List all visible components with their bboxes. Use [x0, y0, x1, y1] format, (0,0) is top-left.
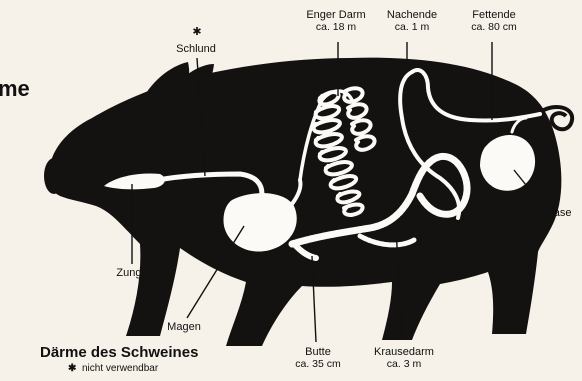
label-butte: Butte	[305, 346, 331, 358]
title-fragment: me	[0, 76, 30, 101]
schlund-marker: ✱	[192, 26, 201, 38]
label-krausedarm-length: ca. 3 m	[387, 358, 422, 370]
label-butte-length: ca. 35 cm	[295, 358, 341, 370]
label-enger-darm-length: ca. 18 m	[316, 21, 357, 33]
label-zunge: Zunge	[116, 267, 147, 279]
label-fettende-length: ca. 80 cm	[471, 21, 517, 33]
caption-note-marker: ✱	[68, 363, 77, 374]
label-nachende-length: ca. 1 m	[395, 21, 430, 33]
label-nachende: Nachende	[387, 9, 437, 21]
label-fettende: Fettende	[472, 9, 515, 21]
caption-note: nicht verwendbar	[82, 363, 159, 374]
label-blase: Blase	[544, 207, 572, 219]
pig-silhouette	[44, 58, 572, 346]
label-enger-darm: Enger Darm	[306, 9, 365, 21]
caption: Därme des Schweines ✱ nicht verwendbar	[40, 344, 198, 374]
caption-title: Därme des Schweines	[40, 344, 198, 361]
label-magen: Magen	[167, 321, 201, 333]
label-schlund: Schlund	[176, 43, 216, 55]
label-krausedarm: Krausedarm	[374, 346, 434, 358]
